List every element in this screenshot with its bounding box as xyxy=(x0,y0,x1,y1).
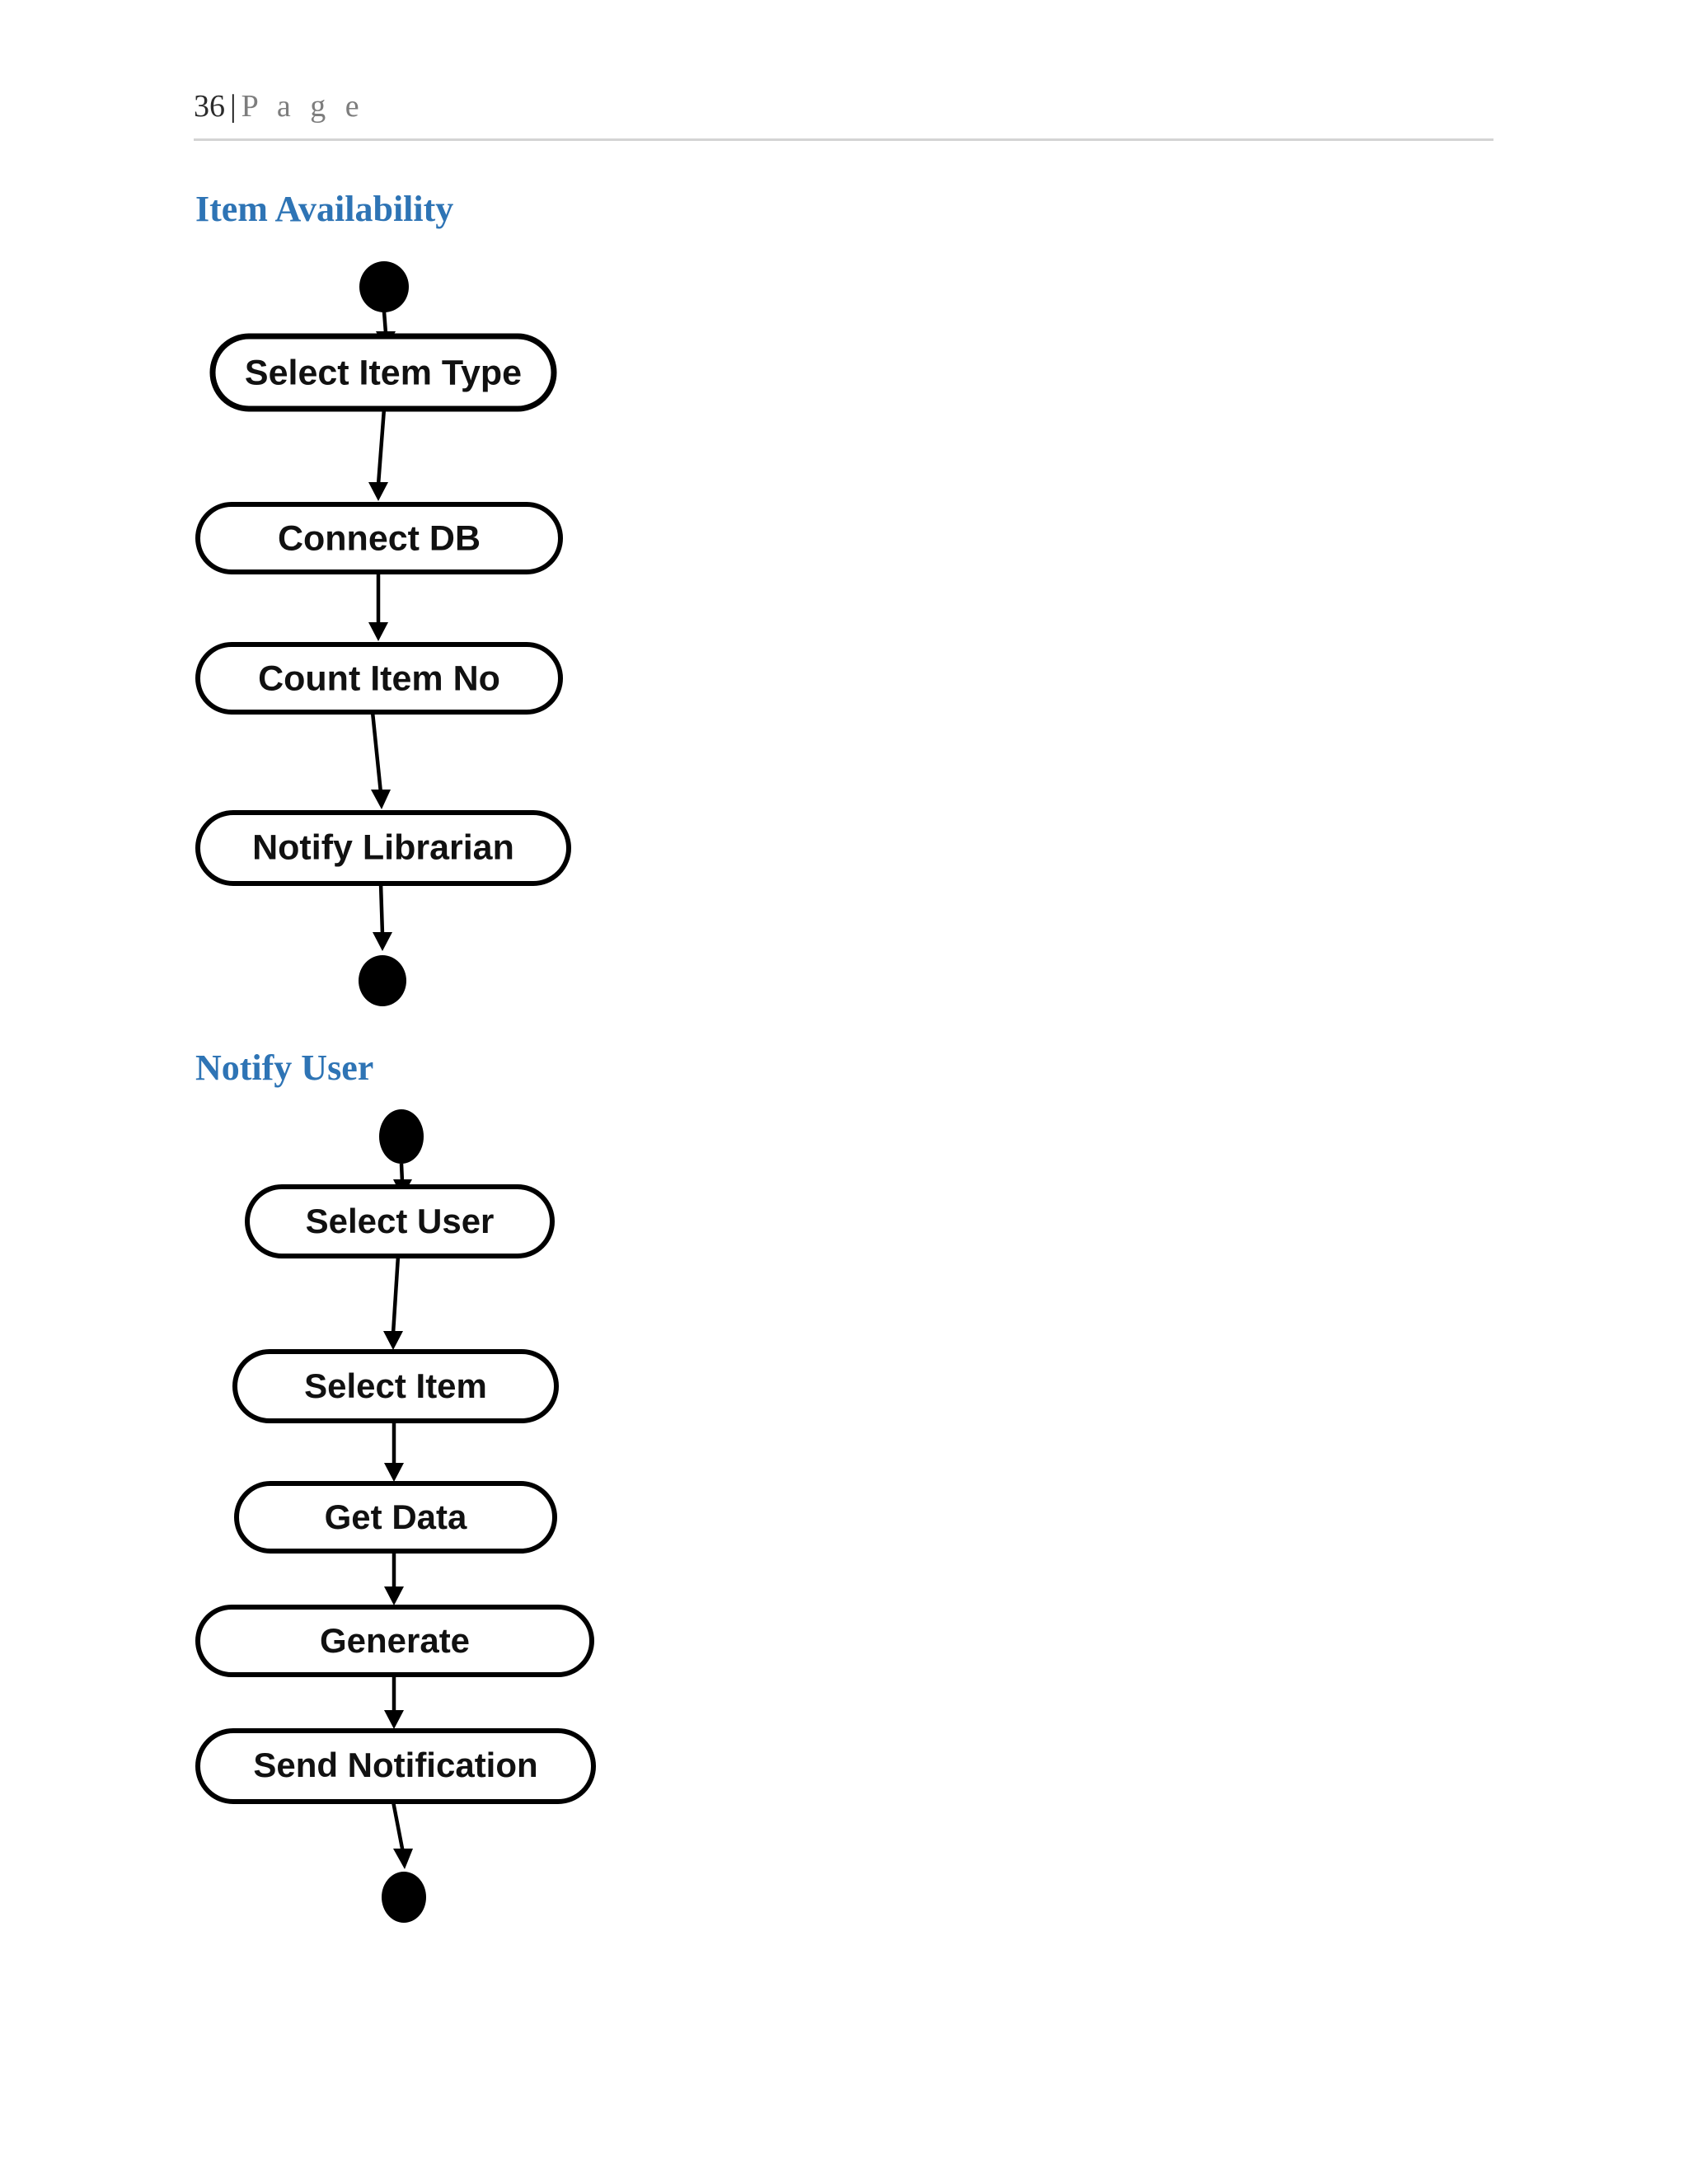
activity-label-generate: Generate xyxy=(320,1621,470,1660)
activity-node-count-item-no[interactable] xyxy=(195,642,563,715)
final-node xyxy=(359,955,406,1006)
header-divider xyxy=(194,138,1493,141)
edge-select-item-type-to-connect-db xyxy=(376,408,387,485)
page-number: 36 xyxy=(194,89,225,124)
activity-diagram-notify-user: Select User Select Item Get Data Generat… xyxy=(0,1096,1688,2003)
page-word-label: P a g e xyxy=(241,89,365,124)
arrowhead-generate-to-send-notification xyxy=(384,1710,404,1729)
arrowhead-select-item-to-get-data xyxy=(384,1463,404,1482)
arrowhead-select-user-to-select-item xyxy=(383,1331,403,1350)
activity-label-select-item: Select Item xyxy=(304,1366,487,1405)
edge-send-notification-to-final xyxy=(391,1801,406,1854)
page-header: 36|P a g e xyxy=(194,91,1493,148)
edge-count-item-no-to-notify-librarian xyxy=(370,711,383,794)
initial-node xyxy=(359,261,409,312)
activity-label-select-item-type: Select Item Type xyxy=(245,353,522,392)
arrowhead-select-item-type-to-connect-db xyxy=(368,482,388,501)
arrowhead-send-notification-to-final xyxy=(393,1849,413,1869)
arrowhead-count-item-no-to-notify-librarian xyxy=(371,790,391,809)
arrowhead-notify-librarian-to-final xyxy=(373,932,392,951)
activity-node-send-notification[interactable] xyxy=(195,1728,596,1804)
edge-select-user-to-select-item xyxy=(391,1255,401,1334)
activity-label-count-item-no: Count Item No xyxy=(258,658,500,698)
activity-label-connect-db: Connect DB xyxy=(278,518,481,558)
activity-label-get-data: Get Data xyxy=(325,1497,467,1536)
activity-node-select-user[interactable] xyxy=(245,1184,555,1258)
edge-initial-to-select-user xyxy=(399,1163,405,1183)
page-header-text: 36|P a g e xyxy=(194,91,1493,122)
activity-node-notify-librarian[interactable] xyxy=(195,810,571,886)
activity-diagram-item-availability: Select Item Type Connect DB Count Item N… xyxy=(0,0,1688,1030)
activity-label-send-notification: Send Notification xyxy=(253,1746,537,1784)
initial-node xyxy=(379,1109,424,1164)
final-node xyxy=(382,1872,426,1923)
arrowhead-connect-db-to-count-item-no xyxy=(368,622,388,641)
activity-label-notify-librarian: Notify Librarian xyxy=(252,827,514,867)
activity-label-select-user: Select User xyxy=(306,1202,495,1240)
edge-notify-librarian-to-final xyxy=(378,883,385,935)
section-heading-notify-user: Notify User xyxy=(195,1047,374,1088)
page-separator: | xyxy=(230,89,237,124)
edge-initial-to-select-item-type xyxy=(382,311,388,334)
arrowhead-get-data-to-generate xyxy=(384,1586,404,1605)
section-heading-item-availability: Item Availability xyxy=(195,189,454,229)
